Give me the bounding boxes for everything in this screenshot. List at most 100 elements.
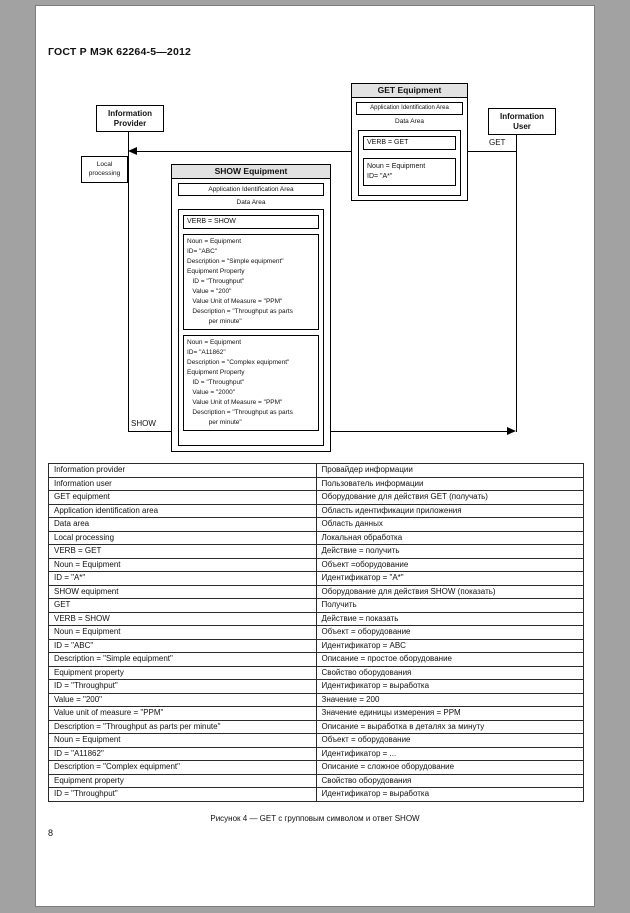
table-cell-english: Information user (48, 476, 317, 491)
get-data-area-label: Data Area (395, 118, 424, 125)
show-data-area-label: Data Area (236, 199, 266, 206)
get-verb-field: VERB = GET (363, 136, 456, 150)
show-equipment-block-2: Noun = Equipment ID= "A11862" Descriptio… (183, 335, 319, 431)
table-row: Local processing Локальная обработка (48, 530, 584, 545)
table-cell-russian: Значение = 200 (315, 692, 584, 707)
table-cell-russian: Описание = выработка в деталях за минуту (315, 719, 584, 734)
table-cell-english: ID = "Throughput" (48, 679, 317, 694)
table-cell-russian: Свойство оборудования (315, 665, 584, 680)
table-cell-russian: Объект =оборудование (315, 557, 584, 572)
table-cell-english: ID = "Throughput" (48, 787, 317, 802)
get-arrowhead-icon (128, 147, 137, 155)
table-row: Equipment property Свойство оборудования (48, 773, 584, 788)
show-application-id-area: Application Identification Area (178, 183, 324, 196)
table-row: GET Получить (48, 598, 584, 613)
table-row: ID = "A*" Идентификатор = "A*" (48, 571, 584, 586)
show-equipment-block-1: Noun = Equipment ID= "ABC" Description =… (183, 234, 319, 330)
table-cell-english: ID = "A11862" (48, 746, 317, 761)
table-cell-russian: Идентификатор = ABC (315, 638, 584, 653)
table-row: GET equipment Оборудование для действия … (48, 490, 584, 505)
table-row: ID = "Throughput" Идентификатор = вырабо… (48, 787, 584, 802)
table-cell-russian: Идентификатор = выработка (315, 679, 584, 694)
table-cell-english: GET (48, 598, 317, 613)
table-cell-english: VERB = SHOW (48, 611, 317, 626)
table-row: Information user Пользователь информации (48, 476, 584, 491)
table-cell-russian: Провайдер информации (315, 463, 584, 478)
show-arrow-line-right (331, 431, 508, 432)
document-page: ГОСТ Р МЭК 62264-5—2012 GET SHOW Informa… (35, 5, 595, 907)
table-cell-russian: Оборудование для действия SHOW (показать… (315, 584, 584, 599)
table-cell-english: Equipment property (48, 773, 317, 788)
table-row: Data area Область данных (48, 517, 584, 532)
table-row: Application identification area Область … (48, 503, 584, 518)
get-message-label: GET (488, 138, 507, 147)
table-cell-russian: Описание = простое оборудование (315, 652, 584, 667)
get-equipment-title: GET Equipment (352, 84, 467, 98)
get-application-id-area: Application Identification Area (356, 102, 463, 115)
show-arrow-line-left (129, 431, 171, 432)
local-processing-box: Local processing (81, 156, 128, 183)
table-cell-russian: Область данных (315, 517, 584, 532)
table-cell-english: ID = "A*" (48, 571, 317, 586)
table-row: Noun = Equipment Объект = оборудование (48, 733, 584, 748)
table-row: Equipment property Свойство оборудования (48, 665, 584, 680)
table-cell-english: Description = "Throughput as parts per m… (48, 719, 317, 734)
get-arrow-line-left (134, 151, 351, 152)
table-cell-english: Noun = Equipment (48, 625, 317, 640)
table-row: Noun = Equipment Объект = оборудование (48, 625, 584, 640)
table-cell-english: Description = "Complex equipment" (48, 760, 317, 775)
table-row: Description = "Simple equipment" Описани… (48, 652, 584, 667)
translation-table-body: Information provider Провайдер информаци… (48, 463, 584, 802)
table-cell-russian: Значение единицы измерения = PPM (315, 706, 584, 721)
show-arrowhead-icon (507, 427, 516, 435)
table-row: Value = "200" Значение = 200 (48, 692, 584, 707)
table-row: Value unit of measure = "PPM" Значение е… (48, 706, 584, 721)
information-provider-label: Information Provider (108, 108, 152, 128)
table-row: ID = "ABC" Идентификатор = ABC (48, 638, 584, 653)
table-cell-russian: Локальная обработка (315, 530, 584, 545)
information-provider-box: Information Provider (96, 105, 164, 132)
table-row: VERB = SHOW Действие = показать (48, 611, 584, 626)
provider-lifeline (128, 131, 129, 432)
show-message-label: SHOW (130, 419, 157, 428)
table-cell-english: Information provider (48, 463, 317, 478)
document-header: ГОСТ Р МЭК 62264-5—2012 (48, 46, 192, 58)
table-cell-english: SHOW equipment (48, 584, 317, 599)
table-cell-english: Value unit of measure = "PPM" (48, 706, 317, 721)
table-cell-english: VERB = GET (48, 544, 317, 559)
local-processing-label: Local processing (88, 161, 121, 177)
information-user-box: Information User (488, 108, 556, 135)
translation-table: Information provider Провайдер информаци… (48, 463, 584, 802)
user-lifeline (516, 134, 517, 432)
table-cell-english: Noun = Equipment (48, 733, 317, 748)
table-cell-russian: Идентификатор = выработка (315, 787, 584, 802)
table-row: Description = "Complex equipment" Описан… (48, 760, 584, 775)
table-cell-english: Value = "200" (48, 692, 317, 707)
table-cell-english: Data area (48, 517, 317, 532)
table-cell-russian: Описание = сложное оборудование (315, 760, 584, 775)
table-cell-russian: Пользователь информации (315, 476, 584, 491)
table-cell-russian: Область идентификации приложения (315, 503, 584, 518)
table-cell-russian: Действие = показать (315, 611, 584, 626)
table-cell-english: Noun = Equipment (48, 557, 317, 572)
table-cell-russian: Свойство оборудования (315, 773, 584, 788)
table-cell-russian: Идентификатор = "A*" (315, 571, 584, 586)
table-row: VERB = GET Действие = получить (48, 544, 584, 559)
table-row: Noun = Equipment Объект =оборудование (48, 557, 584, 572)
table-cell-russian: Объект = оборудование (315, 625, 584, 640)
table-cell-russian: Объект = оборудование (315, 733, 584, 748)
table-cell-russian: Оборудование для действия GET (получать) (315, 490, 584, 505)
table-cell-russian: Идентификатор = ... (315, 746, 584, 761)
table-row: ID = "A11862" Идентификатор = ... (48, 746, 584, 761)
table-cell-english: Application identification area (48, 503, 317, 518)
table-row: ID = "Throughput" Идентификатор = вырабо… (48, 679, 584, 694)
table-cell-english: Local processing (48, 530, 317, 545)
information-user-label: Information User (500, 111, 544, 131)
show-equipment-box: SHOW Equipment Application Identificatio… (171, 164, 331, 452)
show-equipment-title: SHOW Equipment (172, 165, 330, 179)
figure-caption: Рисунок 4 — GET с групповым символом и о… (210, 814, 420, 823)
get-arrow-line-right (468, 151, 516, 152)
table-cell-russian: Получить (315, 598, 584, 613)
table-row: Information provider Провайдер информаци… (48, 463, 584, 478)
